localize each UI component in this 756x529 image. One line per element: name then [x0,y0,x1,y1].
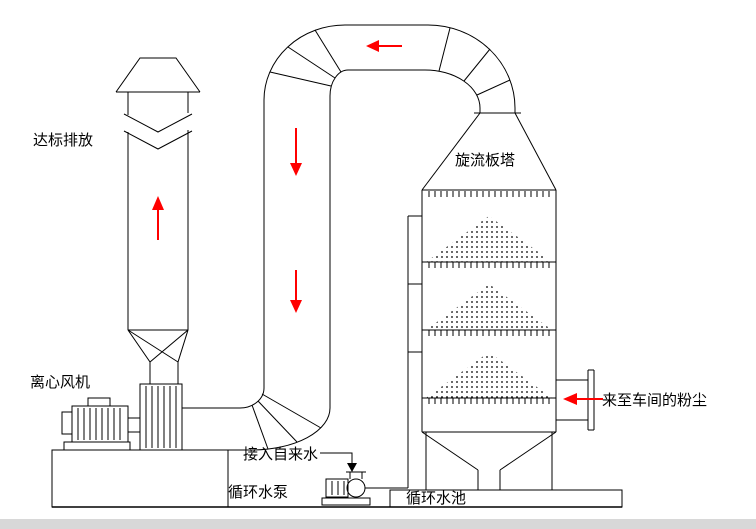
flow-arrow-duct-down-lower [290,270,302,313]
label-tower: 旋流板塔 [455,151,515,169]
flow-arrow-top-duct-left [366,40,402,52]
flow-arrow-stack-up [152,196,164,240]
tower-cone-right [514,112,557,191]
fan-louvers [145,386,177,448]
duct-bottom-elbow [239,387,331,451]
motor-base [63,441,131,451]
pump-volute [346,478,366,498]
water-pool [389,489,623,508]
pump-motor [325,478,349,498]
plate-band-1 [424,262,554,268]
centrifugal-fan [51,383,229,508]
label-pool: 循环水池 [406,490,466,507]
break-line-lower [123,130,193,150]
flow-arrow-duct-down-upper [290,128,302,176]
label-dust-source: 来至车间的粉尘 [602,392,707,409]
duct-run [182,24,516,451]
label-pump: 循环水泵 [228,484,288,501]
swirl-plate-2 [426,284,552,330]
tap-water-arrow [347,463,357,472]
flow-arrow-dust-inlet [563,393,603,405]
motor-terminal-box [87,397,111,407]
pump-base [321,497,371,506]
tap-water-line [320,452,357,472]
stack-transition [127,329,189,384]
duct-top-right-elbow [424,24,516,109]
circulating-pump [321,471,408,506]
swirl-plate-1 [426,216,552,262]
stack-cap [115,57,201,93]
motor-end-cap [61,411,73,435]
floor-strip [0,519,756,529]
tower-cone-left [421,112,481,191]
label-emission: 达标排放 [33,132,93,149]
duct-top-left-elbow [263,24,349,101]
break-line-upper [123,113,193,133]
tower-funnel [421,431,557,490]
label-fan: 离心风机 [30,374,90,391]
spray-pipe [407,215,422,488]
fan-foundation [51,449,229,508]
plate-band-3 [424,398,554,404]
cyclone-plate-tower [407,108,603,490]
exhaust-stack [115,57,201,384]
motor [61,397,141,451]
label-tap-water: 接入自来水 [243,446,318,463]
swirl-plate-3 [426,352,552,398]
motor-coupling [127,417,141,433]
demister-band [424,191,554,197]
plate-band-2 [424,330,554,336]
